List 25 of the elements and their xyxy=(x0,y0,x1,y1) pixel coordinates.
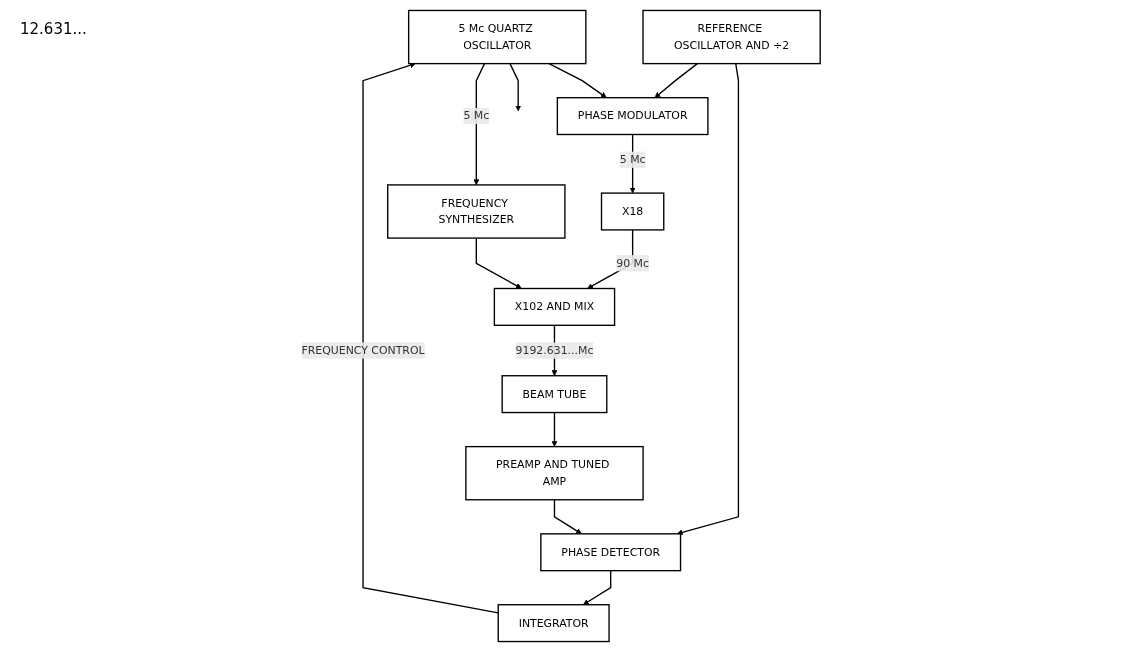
edge-label: FREQUENCY CONTROL xyxy=(301,343,425,357)
arrow xyxy=(548,62,607,98)
arrow xyxy=(475,237,522,289)
node-box: X102 AND MIX xyxy=(493,287,615,326)
arrow xyxy=(509,62,521,112)
edge-label: 5 Mc xyxy=(463,109,489,123)
node-box: REFERENCE OSCILLATOR AND ÷2 xyxy=(642,9,821,65)
node-box: PHASE MODULATOR xyxy=(556,97,709,136)
frequency-note: 12.631... xyxy=(20,20,87,38)
node-box: PREAMP AND TUNED AMP xyxy=(464,445,644,501)
arrow xyxy=(551,411,558,447)
edge-label: 9192.631...Mc xyxy=(515,343,594,357)
arrow xyxy=(582,570,612,605)
node-box: PHASE DETECTOR xyxy=(539,533,681,572)
arrow xyxy=(654,62,698,98)
node-box: X18 xyxy=(600,192,665,231)
edge-label: 90 Mc xyxy=(615,256,649,270)
node-box: INTEGRATOR xyxy=(497,604,610,643)
node-box: 5 Mc QUARTZ OSCILLATOR xyxy=(407,9,587,65)
arrow xyxy=(676,62,739,536)
node-box: FREQUENCY SYNTHESIZER xyxy=(386,184,566,239)
arrow xyxy=(473,62,485,186)
node-box: BEAM TUBE xyxy=(501,375,608,414)
arrow xyxy=(553,499,582,535)
edge-label: 5 Mc xyxy=(619,152,646,166)
